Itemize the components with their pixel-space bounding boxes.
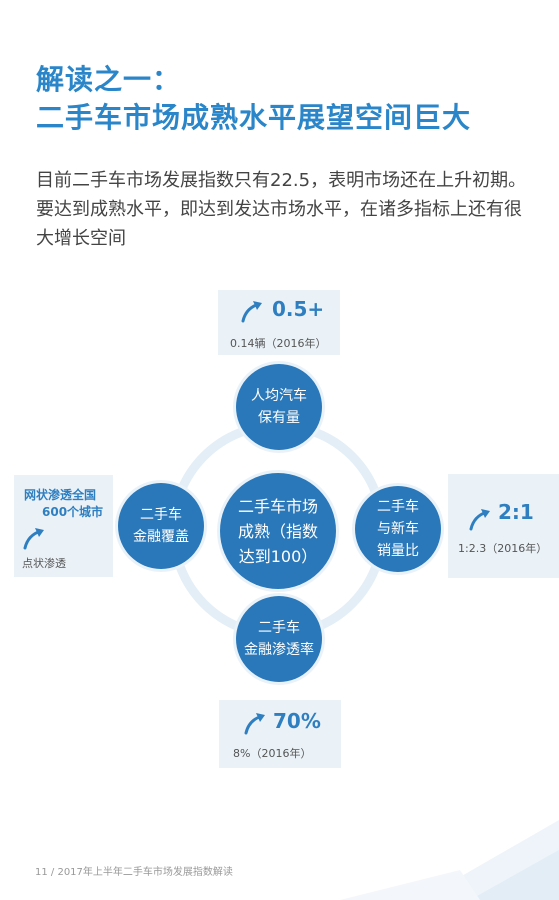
node-car-ownership: 人均汽车 保有量 bbox=[236, 364, 322, 450]
node-label-line: 二手车 bbox=[140, 507, 182, 523]
section-subtitle: 二手车市场成熟水平展望空间巨大 bbox=[36, 101, 472, 134]
node-finance-coverage: 二手车 金融覆盖 bbox=[118, 483, 204, 569]
stat-value: 0.5+ bbox=[272, 297, 325, 321]
curved-arrow-up-right-icon bbox=[23, 528, 44, 550]
curved-arrow-up-right-icon bbox=[469, 509, 490, 531]
curved-arrow-up-right-icon bbox=[244, 713, 265, 735]
stat-note: 1:2.3（2016年） bbox=[458, 542, 548, 555]
stat-value-line: 网状渗透全国 bbox=[24, 488, 97, 502]
node-label-line: 二手车 bbox=[377, 499, 419, 515]
stat-note: 8%（2016年） bbox=[233, 747, 312, 760]
node-label-line: 与新车 bbox=[377, 521, 419, 537]
node-label-line: 保有量 bbox=[258, 410, 300, 426]
stat-box-finance-coverage: 网状渗透全国 600个城市 点状渗透 bbox=[14, 475, 113, 577]
stat-value: 70% bbox=[273, 709, 321, 733]
stat-box-finance-penetration: 70% 8%（2016年） bbox=[219, 700, 341, 768]
section-title: 解读之一： bbox=[36, 63, 182, 96]
center-node-line: 达到100） bbox=[238, 546, 318, 566]
center-node-line: 成熟（指数 bbox=[237, 521, 318, 541]
node-label-line: 二手车 bbox=[258, 620, 300, 636]
center-node: 二手车市场 成熟（指数 达到100） bbox=[220, 473, 336, 589]
node-sales-ratio: 二手车 与新车 销量比 bbox=[355, 486, 441, 572]
node-label-line: 金融渗透率 bbox=[244, 642, 314, 658]
stat-note: 点状渗透 bbox=[22, 557, 66, 570]
stat-value: 2:1 bbox=[498, 500, 534, 524]
center-node-line: 二手车市场 bbox=[237, 496, 318, 516]
stat-note: 0.14辆（2016年） bbox=[230, 337, 327, 350]
node-label-line: 人均汽车 bbox=[251, 388, 307, 404]
page-footer: 11 / 2017年上半年二手车市场发展指数解读 bbox=[35, 867, 233, 878]
stat-box-sales-ratio: 2:1 1:2.3（2016年） bbox=[448, 474, 559, 578]
node-label-line: 销量比 bbox=[377, 543, 419, 559]
node-finance-penetration: 二手车 金融渗透率 bbox=[236, 596, 322, 682]
intro-paragraph: 目前二手车市场发展指数只有22.5，表明市场还在上升初期。要达到成熟水平，即达到… bbox=[36, 170, 527, 249]
node-label-line: 金融覆盖 bbox=[133, 529, 189, 545]
stat-value-line: 600个城市 bbox=[42, 505, 104, 519]
stat-box-ownership: 0.5+ 0.14辆（2016年） bbox=[218, 290, 340, 355]
curved-arrow-up-right-icon bbox=[241, 301, 262, 323]
